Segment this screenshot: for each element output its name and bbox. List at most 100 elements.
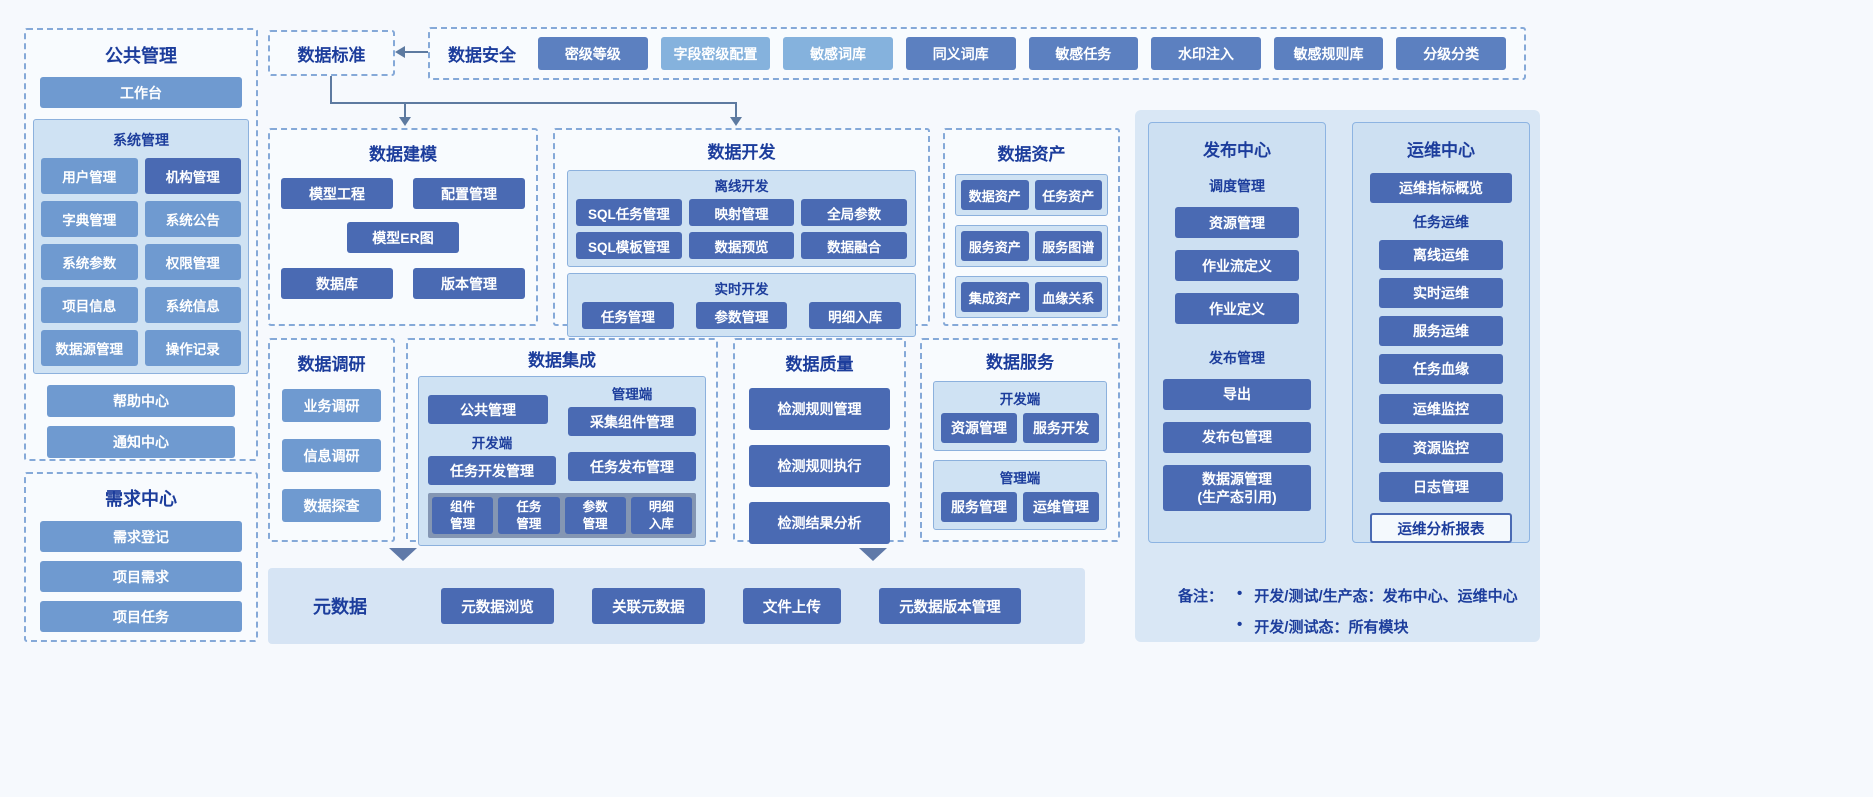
data-integration-box: 数据集成 公共管理 开发端 任务开发管理 管理端 采集组件管理 任务发布管理 组…	[406, 338, 718, 546]
module-button[interactable]: 参数 管理	[564, 497, 626, 534]
module-button[interactable]: 模型工程	[281, 178, 393, 209]
module-button[interactable]: 分级分类	[1396, 37, 1506, 70]
module-button[interactable]: 参数管理	[695, 302, 788, 329]
module-button[interactable]: 元数据版本管理	[879, 588, 1021, 624]
module-button[interactable]: 元数据浏览	[441, 588, 554, 624]
module-button[interactable]: 检测规则管理	[749, 388, 890, 430]
data-development-box: 数据开发 离线开发 SQL任务管理 映射管理 全局参数 SQL模板管理 数据预览…	[553, 128, 930, 337]
module-button[interactable]: 系统参数	[41, 244, 138, 280]
module-button[interactable]: 服务开发	[1023, 413, 1099, 443]
module-button[interactable]: 任务管理	[582, 302, 674, 329]
module-button[interactable]: 项目任务	[40, 601, 242, 632]
module-button[interactable]: 资源管理	[1175, 207, 1299, 238]
module-button[interactable]: 资源监控	[1379, 433, 1503, 463]
module-button[interactable]: 任务 管理	[498, 497, 560, 534]
module-button[interactable]: 敏感规则库	[1273, 37, 1384, 70]
module-button[interactable]: 水印注入	[1151, 37, 1261, 70]
module-button[interactable]: 关联元数据	[592, 588, 705, 624]
module-button[interactable]: 全局参数	[801, 199, 907, 226]
ops-report-button[interactable]: 运维分析报表	[1370, 513, 1512, 543]
offline-dev-group: 离线开发 SQL任务管理 映射管理 全局参数 SQL模板管理 数据预览 数据融合	[567, 170, 916, 267]
module-button[interactable]: 运维监控	[1379, 394, 1503, 424]
module-button[interactable]: 明细 入库	[630, 497, 692, 534]
module-button[interactable]: 字典管理	[41, 201, 138, 237]
module-button[interactable]: 权限管理	[144, 244, 241, 280]
module-button[interactable]: 数据探查	[282, 489, 381, 522]
note-line: • 开发/测试/生产态：发布中心、运维中心	[1237, 585, 1518, 606]
module-button[interactable]: 任务发布管理	[568, 452, 696, 481]
task-ops-title: 任务运维	[1413, 214, 1469, 230]
realtime-dev-buttons: 任务管理 参数管理 明细入库	[576, 302, 907, 329]
module-button[interactable]: 数据融合	[801, 232, 907, 259]
module-button[interactable]: 数据资产	[961, 180, 1029, 210]
module-button[interactable]: 项目信息	[41, 287, 138, 323]
module-button[interactable]: 密级等级	[538, 37, 648, 70]
module-button[interactable]: 运维指标概览	[1370, 173, 1512, 203]
module-button[interactable]: 操作记录	[144, 330, 241, 366]
module-button[interactable]: 映射管理	[688, 199, 795, 226]
module-button[interactable]: 敏感词库	[783, 37, 893, 70]
module-button[interactable]: 业务调研	[282, 389, 381, 422]
module-button[interactable]: 需求登记	[40, 521, 242, 552]
module-button[interactable]: 文件上传	[742, 588, 841, 624]
module-button[interactable]: 敏感任务	[1028, 37, 1139, 70]
module-button[interactable]: 离线运维	[1379, 240, 1503, 270]
module-button[interactable]: 机构管理	[144, 158, 241, 194]
module-button[interactable]: 血缘关系	[1034, 282, 1102, 312]
module-button[interactable]: 任务资产	[1034, 180, 1102, 210]
data-standard-box: 数据标准	[268, 30, 395, 76]
demand-center-panel: 需求中心 需求登记 项目需求 项目任务	[24, 472, 258, 642]
module-button[interactable]: 数据源管理 (生产态引用)	[1163, 465, 1311, 512]
module-button[interactable]: 模型ER图	[347, 222, 459, 253]
integration-left-column: 公共管理 开发端 任务开发管理	[428, 383, 556, 485]
module-button[interactable]: 系统公告	[144, 201, 241, 237]
module-button[interactable]: 发布包管理	[1163, 422, 1311, 453]
module-button[interactable]: 服务运维	[1379, 316, 1503, 346]
module-button[interactable]: 检测规则执行	[749, 445, 890, 487]
module-button[interactable]: 任务开发管理	[428, 456, 556, 485]
module-button[interactable]: 信息调研	[282, 439, 381, 472]
bullet-icon: •	[1237, 585, 1243, 602]
offline-dev-buttons: SQL任务管理 映射管理 全局参数 SQL模板管理 数据预览 数据融合	[576, 199, 907, 259]
module-button[interactable]: 服务管理	[941, 492, 1017, 522]
data-modeling-box: 数据建模 模型工程 配置管理 模型ER图 数据库 版本管理	[268, 128, 538, 326]
module-button[interactable]: SQL任务管理	[576, 199, 682, 226]
module-button[interactable]: 数据库	[281, 268, 393, 299]
module-button[interactable]: 帮助中心	[47, 385, 235, 417]
module-button[interactable]: 日志管理	[1379, 472, 1503, 502]
module-button[interactable]: 同义词库	[905, 37, 1016, 70]
module-button[interactable]: 运维管理	[1023, 492, 1099, 522]
public-management-title: 公共管理	[105, 46, 177, 66]
module-button[interactable]: 用户管理	[41, 158, 138, 194]
module-button[interactable]: 作业定义	[1175, 293, 1299, 324]
module-button[interactable]: 任务血缘	[1379, 354, 1503, 384]
module-button[interactable]: 资源管理	[941, 413, 1017, 443]
module-button[interactable]: SQL模板管理	[576, 232, 682, 259]
connector-line	[404, 102, 406, 118]
realtime-dev-group: 实时开发 任务管理 参数管理 明细入库	[567, 273, 916, 337]
module-button[interactable]: 集成资产	[961, 282, 1029, 312]
module-button[interactable]: 数据源管理	[41, 330, 138, 366]
module-button[interactable]: 字段密级配置	[660, 37, 771, 70]
module-button[interactable]: 通知中心	[47, 426, 235, 458]
module-button[interactable]: 服务图谱	[1034, 231, 1102, 261]
note-label: 备注：	[1178, 588, 1224, 605]
module-button[interactable]: 明细入库	[809, 302, 901, 329]
module-button[interactable]: 版本管理	[413, 268, 525, 299]
module-button[interactable]: 公共管理	[428, 395, 548, 424]
module-button[interactable]: 服务资产	[961, 231, 1029, 261]
module-button[interactable]: 配置管理	[413, 178, 525, 209]
module-button[interactable]: 检测结果分析	[749, 502, 890, 544]
module-button[interactable]: 实时运维	[1379, 278, 1503, 308]
module-button[interactable]: 数据预览	[688, 232, 795, 259]
module-button[interactable]: 作业流定义	[1175, 250, 1299, 281]
module-button[interactable]: 组件 管理	[432, 497, 494, 534]
module-button[interactable]: 项目需求	[40, 561, 242, 592]
module-button[interactable]: 采集组件管理	[568, 407, 696, 436]
module-button[interactable]: 导出	[1163, 379, 1311, 410]
module-button[interactable]: 系统信息	[144, 287, 241, 323]
workbench-button[interactable]: 工作台	[40, 77, 242, 108]
note-lines: • 开发/测试/生产态：发布中心、运维中心 • 开发/测试态：所有模块	[1237, 585, 1518, 647]
realtime-dev-title: 实时开发	[714, 282, 769, 297]
